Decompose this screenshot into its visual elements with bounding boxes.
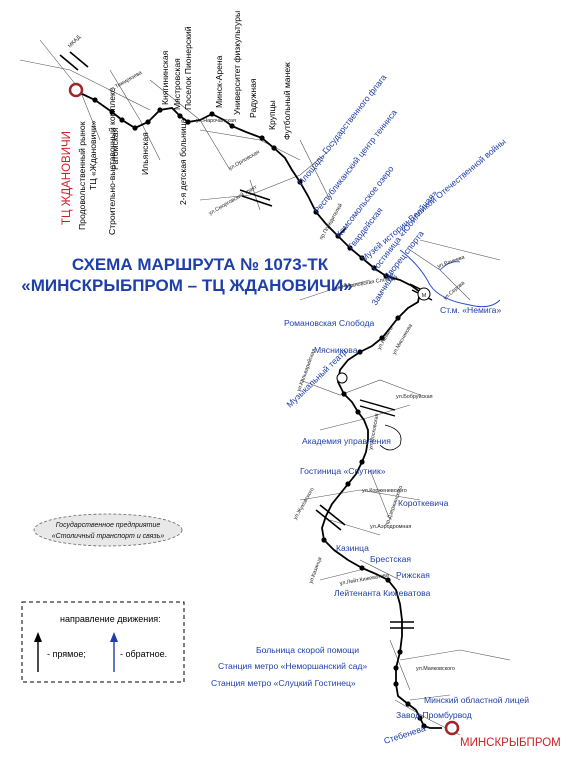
street-label: ул.Тимирязева bbox=[108, 70, 143, 94]
stop-label: Завод Промбурвод bbox=[396, 710, 472, 720]
title-line-1: СХЕМА МАРШРУТА № 1073-ТК bbox=[72, 255, 329, 274]
stop-label: Ильянская bbox=[140, 132, 150, 175]
street-label: ул.Ванеева bbox=[437, 254, 466, 269]
street-label: ул.Орловская bbox=[228, 149, 261, 171]
street-label: ул.Немига bbox=[377, 326, 395, 351]
street-label: ул.Казинца bbox=[308, 556, 323, 584]
stop-label: Стебенева bbox=[383, 723, 427, 746]
stop-label: Минский областной лицей bbox=[424, 695, 529, 705]
street-label: МКАД bbox=[67, 34, 82, 49]
stop-label: Казинца bbox=[336, 543, 369, 553]
stop-label: Футбольный манеж bbox=[282, 62, 292, 140]
stop-label: Университет физкультуры bbox=[232, 11, 242, 115]
street-label: ул.Нарочанская bbox=[196, 118, 236, 124]
street-label: ул.Аэродромная bbox=[370, 524, 411, 530]
stop-label: Мястровская bbox=[172, 58, 182, 110]
stop-label: Лейтенанта Кижеватова bbox=[334, 588, 431, 598]
stop-label: Станция метро «Неморшанский сад» bbox=[218, 661, 367, 671]
river-loop bbox=[379, 424, 402, 451]
street-label: ул.Жуковского bbox=[293, 487, 316, 521]
organization-line-2: «Столичный транспорт и связь» bbox=[52, 532, 165, 540]
stop-label: Мясникова bbox=[314, 345, 358, 355]
stop-label: Брестская bbox=[370, 554, 411, 564]
stop-label: Республиканский центр тенниса bbox=[312, 107, 399, 215]
street-label: ул.Корженевского bbox=[362, 488, 407, 494]
street-label: ул.Лейт.Кижеватова bbox=[339, 571, 389, 587]
metro-nemiga-icon: М bbox=[417, 287, 431, 301]
legend-reverse: - обратное. bbox=[120, 649, 167, 659]
legend-forward: - прямое; bbox=[47, 649, 86, 659]
organization-line-1: Государственное предприятие bbox=[56, 521, 161, 529]
stop-label: Минск-Арена bbox=[214, 55, 224, 108]
street-label: ул.Серова bbox=[442, 280, 466, 301]
street-label: ул.Маяковского bbox=[416, 666, 455, 672]
reverse-arrow-icon bbox=[110, 632, 118, 642]
stop-label: Короткевича bbox=[398, 498, 449, 508]
stop-label: Строительно-выставочный комплекс bbox=[107, 87, 117, 235]
stop-label: 2-я детская больница bbox=[178, 118, 188, 205]
forward-arrow-icon bbox=[34, 632, 42, 642]
street-label: ул.Мясникова bbox=[392, 323, 414, 356]
stop-dots bbox=[92, 97, 427, 729]
stop-label: Станция метро «Слуцкий Гостинец» bbox=[211, 678, 356, 688]
terminal-south-label: МИНСКРЫБПРОМ bbox=[460, 737, 561, 749]
stop-label: Ратомская bbox=[110, 127, 120, 170]
stop-label: Ст.м. «Немига» bbox=[440, 305, 501, 315]
svg-text:М: М bbox=[422, 293, 427, 299]
terminal-north-label: ТЦ ЖДАНОВИЧИ bbox=[61, 131, 73, 225]
stop-label: Академия управления bbox=[302, 436, 391, 446]
stop-label: Продовольственный рынок bbox=[77, 121, 87, 230]
terminal-north-marker bbox=[68, 82, 84, 98]
stop-label: Крупцы bbox=[267, 100, 277, 130]
organization-badge: Государственное предприятие «Столичный т… bbox=[33, 513, 183, 547]
title-line-2: «МИНСКРЫБПРОМ – ТЦ ЖДАНОВИЧИ» bbox=[21, 276, 352, 295]
svisloch-river bbox=[399, 249, 501, 308]
stop-label: ТЦ «Ждановичи» bbox=[88, 120, 98, 190]
stop-label: Поселок Пионерский bbox=[183, 26, 193, 110]
stop-label: Гостиница «Спутник» bbox=[300, 466, 386, 476]
stop-label: Больница скорой помощи bbox=[256, 645, 359, 655]
roundabout-icon bbox=[336, 372, 348, 384]
street-label: ул.Сморговский тракт bbox=[208, 183, 259, 217]
legend-heading: направление движения: bbox=[60, 614, 161, 624]
stop-label: Рижская bbox=[396, 570, 430, 580]
legend: направление движения: - прямое; - обратн… bbox=[21, 601, 185, 683]
stop-label: Княгининская bbox=[160, 50, 170, 105]
street-label: ул.Бобруйская bbox=[396, 393, 433, 400]
river-branch bbox=[439, 261, 461, 271]
stop-label: Радужная bbox=[248, 78, 258, 118]
terminal-south-marker bbox=[444, 720, 460, 736]
stop-label: Романовская Слобода bbox=[284, 318, 375, 328]
